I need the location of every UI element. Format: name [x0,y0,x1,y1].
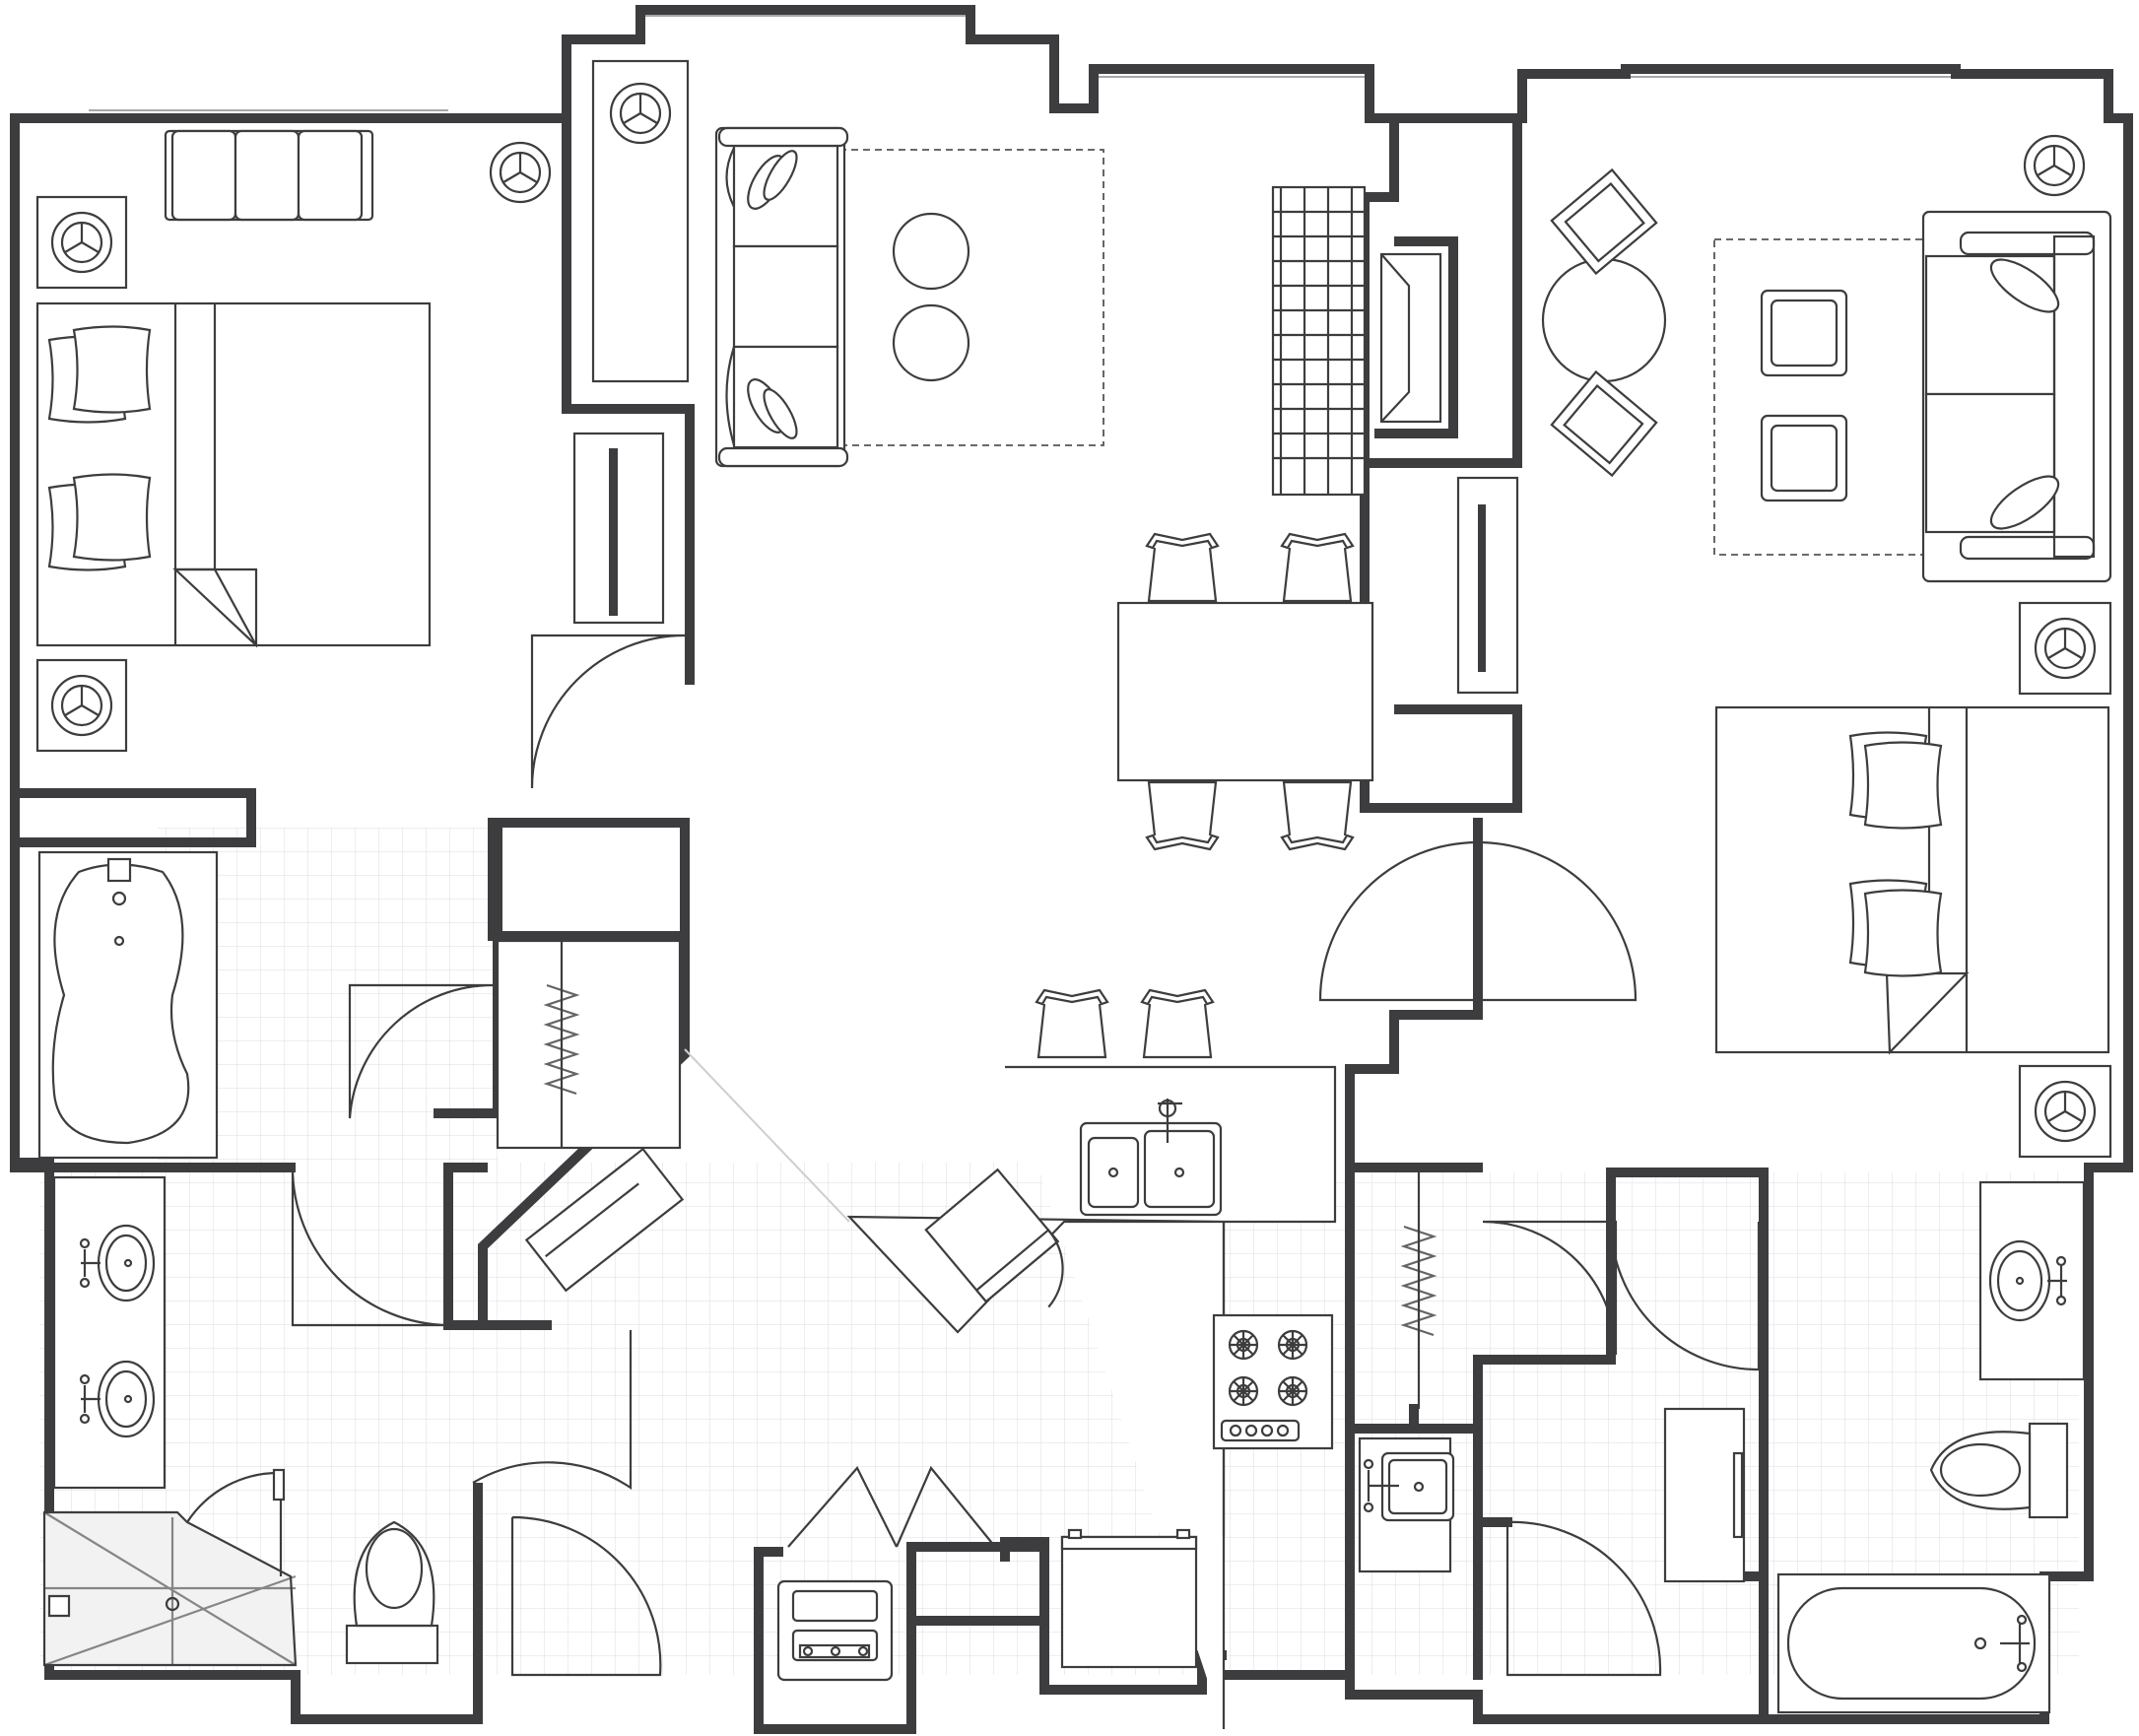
toilet [345,1520,439,1665]
door-second-closet [1482,1220,1618,1356]
king-bed [35,301,432,648]
lamp-icon [2034,1080,2097,1143]
area-rug [838,149,1104,446]
sofa [714,126,849,468]
nightstand-bottom [2018,1064,2112,1159]
dining-chair [1145,780,1220,851]
lamp-icon [50,674,113,737]
laundry [776,1579,894,1682]
door-toilet-room [472,1330,633,1491]
dishwasher [924,1168,1064,1308]
door-second-bedroom-double [1318,840,1638,1002]
media-console [591,59,690,383]
whirlpool-tub [37,850,219,1160]
door-entry [510,1515,662,1677]
queen-bed [1714,705,2110,1055]
fireplace-tv-wall [1271,185,1442,497]
cooktop [1212,1313,1334,1450]
lamp-icon [609,82,672,145]
pillow [72,473,152,562]
dining-chair [1280,780,1355,851]
lamp-icon [2023,134,2086,197]
door-master-bedroom [530,634,686,789]
doors [291,634,1761,1677]
pillow [72,325,152,414]
pantry-shelf [524,1147,685,1293]
tv-cabinet [572,432,665,625]
washer [776,1579,894,1682]
burner-icon [1228,1329,1259,1361]
bench [164,129,374,222]
mirror-shelf [1663,1407,1746,1583]
dining-table [1116,601,1374,782]
master-bedroom [35,129,552,753]
door-laundry-bifold [787,1465,996,1548]
toilet [1929,1422,2069,1519]
burner-icon [1277,1329,1308,1361]
double-vanity [52,1175,167,1490]
door-vanity [291,1167,449,1327]
lamp-icon [489,141,552,204]
dining-chair [1280,532,1355,603]
kitchen [524,988,1337,1729]
lamp-icon [2034,617,2097,680]
sleeper-sofa [1921,210,2112,583]
nightstand-top [2018,601,2112,696]
vanity [1978,1180,2086,1381]
walls [10,5,2133,1734]
second-bedroom [1541,134,2112,1159]
second-closet [1400,1172,1437,1409]
burner-icon [1277,1375,1308,1407]
lamp-icon [50,211,113,274]
burner-icon [1228,1375,1259,1407]
nightstand-bottom [35,658,128,753]
dining [1116,532,1374,851]
area-rug [1713,238,1924,556]
pillow [1863,889,1943,977]
double-sink [1079,1099,1223,1217]
wet-bar [1358,1436,1455,1573]
living-room [572,59,1519,695]
door-master-bath [348,983,494,1119]
nightstand-top [35,195,128,290]
oven [1060,1528,1198,1669]
pillow [1863,741,1943,830]
ottomans [1760,289,1848,502]
bathtub [1776,1572,2051,1714]
second-bath [1663,1180,2086,1714]
bar-stool [1035,988,1109,1059]
bar-stool [1140,988,1215,1059]
walk-in-shower [42,1468,298,1667]
master-closet [496,939,682,1150]
master-bath [37,850,439,1667]
dining-chair [1145,532,1220,603]
table-and-chairs [1541,167,1667,478]
closet-rod [1456,476,1519,695]
ottomans [892,212,970,382]
door-second-entry [1505,1520,1662,1677]
door-second-bath [1609,1221,1761,1371]
